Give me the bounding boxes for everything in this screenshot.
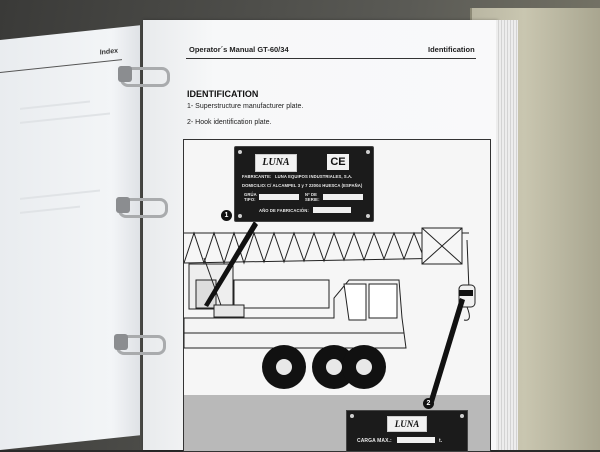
hook-identification-plate: LUNA CARGA MAX.: t. <box>346 410 468 452</box>
luna-logo: LUNA <box>387 416 427 432</box>
ano-field <box>313 207 351 213</box>
left-page-header-rule <box>0 59 122 73</box>
faint-text-line <box>20 100 90 110</box>
carga-max-label: CARGA MAX.: <box>357 438 392 444</box>
domicilio-value: C/ ALCAMPEL 3 y 7 22004 HUESCA (ESPAÑA) <box>267 183 363 188</box>
carga-field <box>397 437 435 443</box>
serie-field <box>323 194 363 200</box>
carga-unit: t. <box>439 438 443 444</box>
tipo-field <box>259 194 299 200</box>
marker-1: 1 <box>221 210 232 221</box>
no-de-label: Nº DE <box>305 192 318 197</box>
list-item: 1- Superstructure manufacturer plate. <box>187 103 304 110</box>
marker-2: 2 <box>423 398 434 409</box>
faint-text-line <box>20 205 80 214</box>
left-page: Index <box>0 25 140 451</box>
list-item: 2- Hook identification plate. <box>187 119 272 126</box>
fabricante-value: LUNA EQUIPOS INDUSTRIALES, S.A. <box>275 174 353 179</box>
ano-fabricacion-label: AÑO DE FABRICACIÓN: <box>259 208 309 213</box>
luna-logo: LUNA <box>255 154 297 172</box>
header-rule <box>186 58 476 59</box>
serie-label: SERIE: <box>305 197 320 202</box>
ce-mark: CE <box>327 154 349 170</box>
crane-truck-illustration <box>184 221 476 402</box>
faint-text-line <box>20 189 100 200</box>
left-page-tab-label: Index <box>99 47 118 57</box>
page-edge-stack <box>496 20 518 450</box>
domicilio-label: DOMICILIO: <box>242 183 267 188</box>
manual-title: Operator´s Manual GT-60/34 <box>189 45 289 54</box>
section-name: Identification <box>428 45 475 54</box>
superstructure-manufacturer-plate: LUNA CE FABRICANTE: LUNA EQUIPOS INDUSTR… <box>234 146 374 222</box>
tipo-label: TIPO: <box>244 197 256 202</box>
fabricante-label: FABRICANTE: <box>242 174 272 179</box>
grua-label: GRÚA <box>244 192 257 197</box>
faint-text-line <box>20 112 110 124</box>
page-title: IDENTIFICATION <box>187 89 259 99</box>
